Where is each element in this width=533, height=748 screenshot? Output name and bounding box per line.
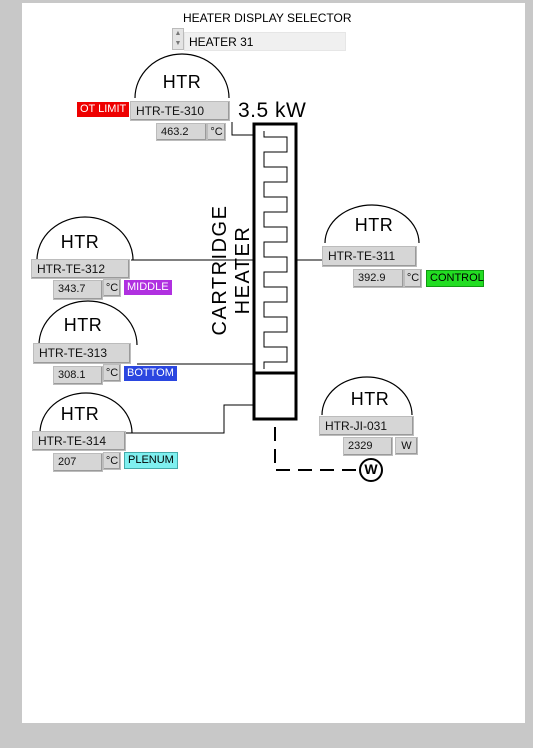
htr-ji-031-dome-label: HTR <box>350 389 390 409</box>
htr-te-313-unit: °C <box>103 364 121 382</box>
htr-te-312-unit: °C <box>103 279 121 297</box>
htr-ji-031-unit: W <box>395 437 418 455</box>
htr-te-312-tag: HTR-TE-312 <box>31 259 130 279</box>
middle-badge: MIDDLE <box>124 280 172 295</box>
wattmeter-symbol <box>359 458 383 482</box>
selector-spinner[interactable]: ▲ ▼ <box>172 28 184 50</box>
htr-te-311-unit: °C <box>404 269 422 288</box>
htr-te-311-value: 392.9 <box>353 269 404 288</box>
htr-te-314-value: 207 <box>53 453 103 472</box>
htr-te-312-value: 343.7 <box>53 280 103 300</box>
htr-te-314-tag: HTR-TE-314 <box>32 431 126 451</box>
spinner-up-icon[interactable]: ▲ <box>174 30 182 37</box>
htr-312-dome <box>36 216 134 261</box>
cartridge-heater-body <box>252 122 298 375</box>
wattmeter-symbol-label: W <box>364 461 378 477</box>
htr-311-dome-label: HTR <box>354 215 394 235</box>
htr-te-313-tag: HTR-TE-313 <box>33 343 131 364</box>
heater-schematic <box>36 53 420 482</box>
htr-ji-031-value: 2329 <box>343 437 393 456</box>
htr-313-dome-label: HTR <box>63 315 103 335</box>
htr-312-dome-label: HTR <box>60 232 100 252</box>
htr-te-314-unit: °C <box>103 452 121 470</box>
htr-311-dome <box>324 204 420 244</box>
htr-te-313-value: 308.1 <box>53 366 103 385</box>
spinner-down-icon[interactable]: ▼ <box>174 40 182 47</box>
heater-power-label: 3.5 kW <box>238 99 307 122</box>
ot-limit-badge: OT LIMIT <box>77 102 130 117</box>
htr-ji-031-tag: HTR-JI-031 <box>319 416 414 436</box>
htr-ji-031-dome <box>321 376 413 416</box>
htr-te-310-tag: HTR-TE-310 <box>130 101 230 121</box>
heating-element-coil <box>263 131 288 369</box>
display-panel: HEATER DISPLAY SELECTOR ▲ ▼ HEATER 31 W … <box>22 3 525 723</box>
control-badge: CONTROL <box>426 270 484 287</box>
bottom-badge: BOTTOM <box>124 366 177 381</box>
htr-310-lead <box>231 122 254 136</box>
htr-314-dome-label: HTR <box>60 404 100 424</box>
selector-title: HEATER DISPLAY SELECTOR <box>183 11 352 25</box>
htr-310-dome <box>134 53 230 99</box>
htr-te-310-value: 463.2 <box>156 123 207 141</box>
htr-te-310-unit: °C <box>207 123 226 141</box>
plenum-badge: PLENUM <box>124 452 178 469</box>
htr-314-dome <box>39 392 133 434</box>
htr-310-dome-label: HTR <box>162 72 202 92</box>
htr-314-lead <box>124 404 254 434</box>
heater-name-label: CARTRIDGE HEATER <box>209 204 254 336</box>
heater-selector-field[interactable]: HEATER 31 <box>184 32 346 51</box>
wattmeter-dashed-lead <box>274 427 358 471</box>
htr-313-dome <box>38 300 138 346</box>
heater-plenum-block <box>252 371 298 421</box>
htr-te-311-tag: HTR-TE-311 <box>322 246 417 267</box>
